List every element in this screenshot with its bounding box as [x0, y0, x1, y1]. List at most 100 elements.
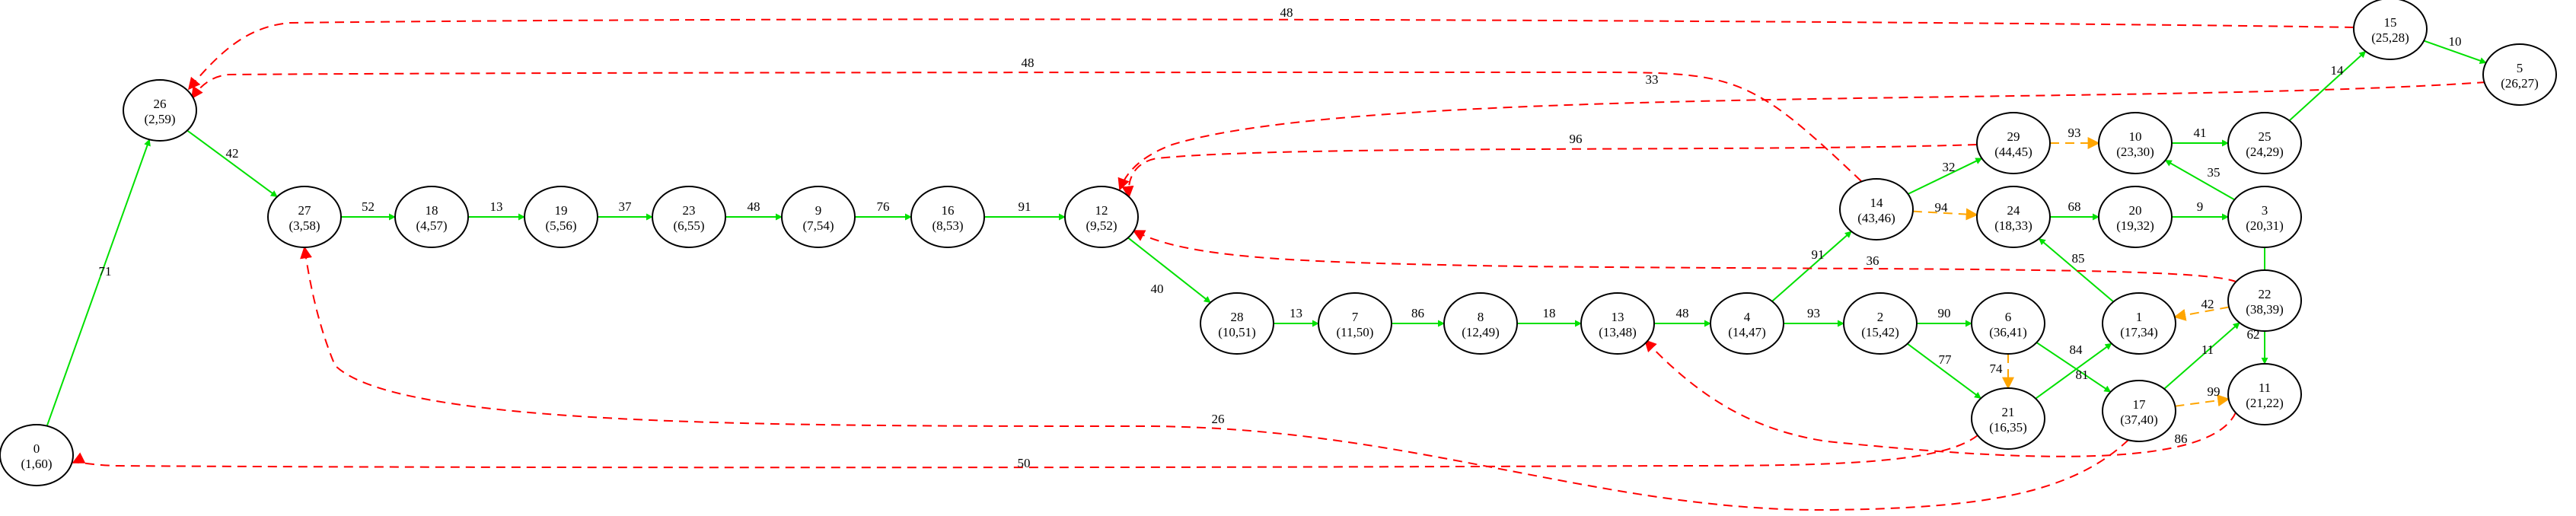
node-label-27: 27	[298, 203, 312, 218]
edge-12-28: 40	[1127, 237, 1211, 304]
node-ellipse-25	[2227, 112, 2302, 174]
edge-weight-29-12: 96	[1570, 132, 1583, 146]
node-15[interactable]: 15(25,28)	[2353, 0, 2428, 60]
node-ellipse-27	[267, 186, 342, 248]
node-ellipse-18	[394, 186, 469, 248]
node-28[interactable]: 28(10,51)	[1200, 292, 1274, 355]
edge-line-17-11	[2175, 394, 2230, 407]
node-times-16: (8,53)	[932, 218, 963, 233]
node-13[interactable]: 13(13,48)	[1580, 292, 1655, 355]
node-14[interactable]: 14(43,46)	[1839, 178, 1914, 240]
edge-13-4: 48	[1654, 306, 1711, 327]
node-18[interactable]: 18(4,57)	[394, 186, 469, 248]
edge-weight-8-13: 18	[1543, 306, 1556, 320]
node-26[interactable]: 26(2,59)	[123, 79, 197, 142]
node-ellipse-12	[1064, 186, 1139, 248]
edge-line-26-27	[187, 129, 278, 198]
node-times-10: (23,30)	[2116, 145, 2154, 159]
node-3[interactable]: 3(20,31)	[2227, 186, 2302, 248]
node-times-28: (10,51)	[1218, 325, 1256, 339]
node-times-18: (4,57)	[416, 218, 447, 233]
node-2[interactable]: 2(15,42)	[1843, 292, 1918, 355]
edge-weight-28-7: 13	[1290, 306, 1302, 320]
node-ellipse-29	[1976, 112, 2051, 174]
node-ellipse-23	[652, 186, 726, 248]
edge-weight-0-26: 71	[99, 264, 112, 279]
edge-weight-2-6: 90	[1938, 306, 1951, 320]
node-0[interactable]: 0(1,60)	[0, 424, 74, 486]
node-29[interactable]: 29(44,45)	[1976, 112, 2051, 174]
node-times-26: (2,59)	[144, 112, 175, 126]
edge-9-16: 76	[855, 199, 912, 221]
node-ellipse-8	[1443, 292, 1518, 355]
edge-weight-25-15: 14	[2331, 63, 2345, 78]
edge-weight-3-10: 35	[2208, 165, 2221, 180]
edge-weight-17-11: 99	[2208, 384, 2221, 399]
node-25[interactable]: 25(24,29)	[2227, 112, 2302, 174]
node-24[interactable]: 24(18,33)	[1976, 186, 2051, 248]
node-ellipse-10	[2098, 112, 2173, 174]
node-ellipse-6	[1971, 292, 2045, 355]
edge-17-22: 11	[2163, 322, 2240, 390]
edge-23-9: 48	[725, 199, 783, 221]
node-9[interactable]: 9(7,54)	[781, 186, 856, 248]
node-ellipse-19	[524, 186, 598, 248]
node-label-29: 29	[2007, 129, 2020, 144]
edge-15-26: 48	[187, 5, 2354, 91]
node-20[interactable]: 20(19,32)	[2098, 186, 2173, 248]
node-19[interactable]: 19(5,56)	[524, 186, 598, 248]
edge-weight-12-28: 40	[1151, 282, 1164, 296]
node-ellipse-15	[2353, 0, 2428, 60]
node-ellipse-2	[1843, 292, 1918, 355]
node-17[interactable]: 17(37,40)	[2102, 380, 2176, 442]
edge-29-12: 96	[1121, 132, 1978, 199]
edge-weight-22-12: 36	[1867, 253, 1879, 268]
node-ellipse-28	[1200, 292, 1274, 355]
edge-15-5: 10	[2423, 34, 2487, 64]
node-7[interactable]: 7(11,50)	[1318, 292, 1392, 355]
node-5[interactable]: 5(26,27)	[2482, 43, 2557, 106]
node-times-20: (19,32)	[2116, 218, 2154, 233]
edge-weight-6-21: 74	[1990, 362, 2004, 376]
node-times-19: (5,56)	[545, 218, 576, 233]
edge-weight-22-1: 42	[2201, 297, 2214, 311]
node-times-14: (43,46)	[1857, 211, 1895, 225]
node-ellipse-4	[1710, 292, 1784, 355]
edge-line-12-28	[1127, 237, 1211, 304]
node-8[interactable]: 8(12,49)	[1443, 292, 1518, 355]
node-11[interactable]: 11(21,22)	[2227, 363, 2302, 425]
node-21[interactable]: 21(16,35)	[1971, 387, 2045, 450]
node-ellipse-17	[2102, 380, 2176, 442]
node-10[interactable]: 10(23,30)	[2098, 112, 2173, 174]
edge-weight-21-0: 50	[1018, 456, 1031, 470]
node-6[interactable]: 6(36,41)	[1971, 292, 2045, 355]
node-times-1: (17,34)	[2120, 325, 2158, 339]
node-label-10: 10	[2129, 129, 2142, 144]
node-ellipse-20	[2098, 186, 2173, 248]
node-times-4: (14,47)	[1728, 325, 1766, 339]
node-16[interactable]: 16(8,53)	[910, 186, 985, 248]
node-27[interactable]: 27(3,58)	[267, 186, 342, 248]
node-22[interactable]: 22(38,39)	[2227, 269, 2302, 332]
edge-3-10: 35	[2164, 159, 2235, 201]
edge-weight-5-12: 33	[1646, 72, 1659, 87]
node-times-12: (9,52)	[1086, 218, 1117, 233]
edge-27-18: 52	[341, 199, 396, 221]
edge-line-2-21	[1907, 342, 1981, 400]
edge-weight-4-2: 93	[1807, 306, 1820, 320]
node-4[interactable]: 4(14,47)	[1710, 292, 1784, 355]
edge-10-25: 41	[2172, 126, 2229, 147]
edge-25-15: 14	[2288, 50, 2367, 122]
edge-line-14-26	[191, 71, 1862, 182]
node-times-21: (16,35)	[1989, 420, 2027, 435]
edge-weight-16-12: 91	[1019, 199, 1031, 214]
edge-weight-13-4: 48	[1676, 306, 1689, 320]
node-1[interactable]: 1(17,34)	[2102, 292, 2176, 355]
node-ellipse-26	[123, 79, 197, 142]
node-times-6: (36,41)	[1989, 325, 2027, 339]
node-label-22: 22	[2259, 287, 2272, 301]
edge-2-21: 77	[1907, 342, 1981, 400]
node-23[interactable]: 23(6,55)	[652, 186, 726, 248]
node-label-26: 26	[154, 97, 167, 111]
node-12[interactable]: 12(9,52)	[1064, 186, 1139, 248]
